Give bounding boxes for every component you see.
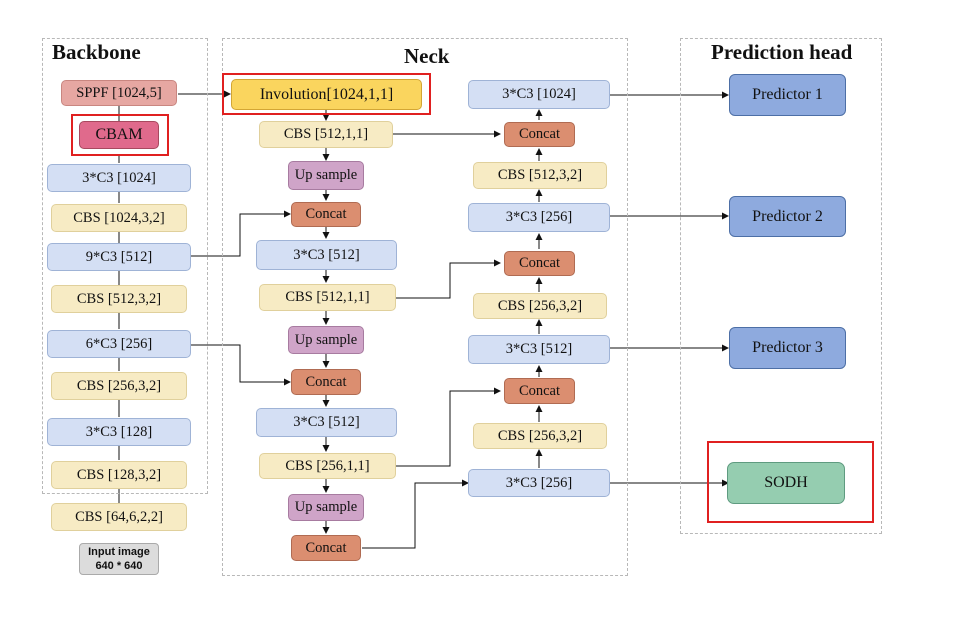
wire — [191, 344, 291, 386]
upsample-3: Up sample — [288, 494, 364, 521]
backbone-panel — [42, 38, 208, 494]
sodh-highlight — [707, 441, 874, 523]
predictor-1: Predictor 1 — [729, 74, 846, 116]
concat-c: Concat — [504, 378, 575, 404]
neck-cbs-512-a: CBS [512,1,1] — [259, 121, 393, 148]
neck-title: Neck — [404, 44, 450, 68]
upsample-1: Up sample — [288, 161, 364, 190]
cbs-128-block: CBS [128,3,2] — [51, 461, 187, 489]
prediction-head-title: Prediction head — [711, 40, 853, 64]
predictor-2: Predictor 2 — [729, 196, 846, 237]
input-image-size: 640 * 640 — [95, 560, 143, 572]
cbs-256-block: CBS [256,3,2] — [51, 372, 187, 400]
involution-block: Involution[1024,1,1] — [231, 79, 422, 110]
predictor-3: Predictor 3 — [729, 327, 846, 369]
sppf-block: SPPF [1024,5] — [61, 80, 177, 106]
neck-c3-512-b: 3*C3 [512] — [256, 408, 397, 437]
neck-c3-512: 3*C3 [512] — [468, 335, 610, 364]
wire — [362, 479, 469, 549]
concat-a: Concat — [504, 122, 575, 147]
c3-512-block: 9*C3 [512] — [47, 243, 191, 271]
neck-cbs-256: CBS [256,1,1] — [259, 453, 396, 479]
neck-c3-512-a: 3*C3 [512] — [256, 240, 397, 270]
neck-cbs-256-b: CBS [256,3,2] — [473, 423, 607, 449]
sodh-block: SODH — [727, 462, 845, 504]
concat-b: Concat — [504, 251, 575, 276]
cbs-512-block: CBS [512,3,2] — [51, 285, 187, 313]
neck-c3-256-b: 3*C3 [256] — [468, 469, 610, 497]
backbone-title: Backbone — [52, 40, 141, 64]
concat-3: Concat — [291, 535, 361, 561]
cbam-highlight — [71, 114, 169, 156]
c3-128-block: 3*C3 [128] — [47, 418, 191, 446]
upsample-2: Up sample — [288, 326, 364, 354]
prediction-head-panel — [680, 38, 882, 534]
input-image-block: Input image 640 * 640 — [79, 543, 159, 575]
cbs-64-block: CBS [64,6,2,2] — [51, 503, 187, 531]
cbam-block: CBAM — [79, 121, 159, 149]
neck-c3-256-a: 3*C3 [256] — [468, 203, 610, 232]
neck-cbs-512-b: CBS [512,1,1] — [259, 284, 396, 311]
neck-cbs-512-s2: CBS [512,3,2] — [473, 162, 607, 189]
neck-cbs-256-a: CBS [256,3,2] — [473, 293, 607, 319]
neck-c3-1024: 3*C3 [1024] — [468, 80, 610, 109]
involution-highlight — [222, 73, 431, 115]
neck-panel — [222, 38, 628, 576]
c3-1024-block: 3*C3 [1024] — [47, 164, 191, 192]
wire — [396, 387, 501, 467]
concat-2: Concat — [291, 369, 361, 395]
wire — [191, 210, 291, 257]
c3-256-block: 6*C3 [256] — [47, 330, 191, 358]
wire — [396, 259, 501, 299]
input-image-label: Input image — [88, 546, 150, 558]
concat-1: Concat — [291, 202, 361, 227]
cbs-1024-block: CBS [1024,3,2] — [51, 204, 187, 232]
